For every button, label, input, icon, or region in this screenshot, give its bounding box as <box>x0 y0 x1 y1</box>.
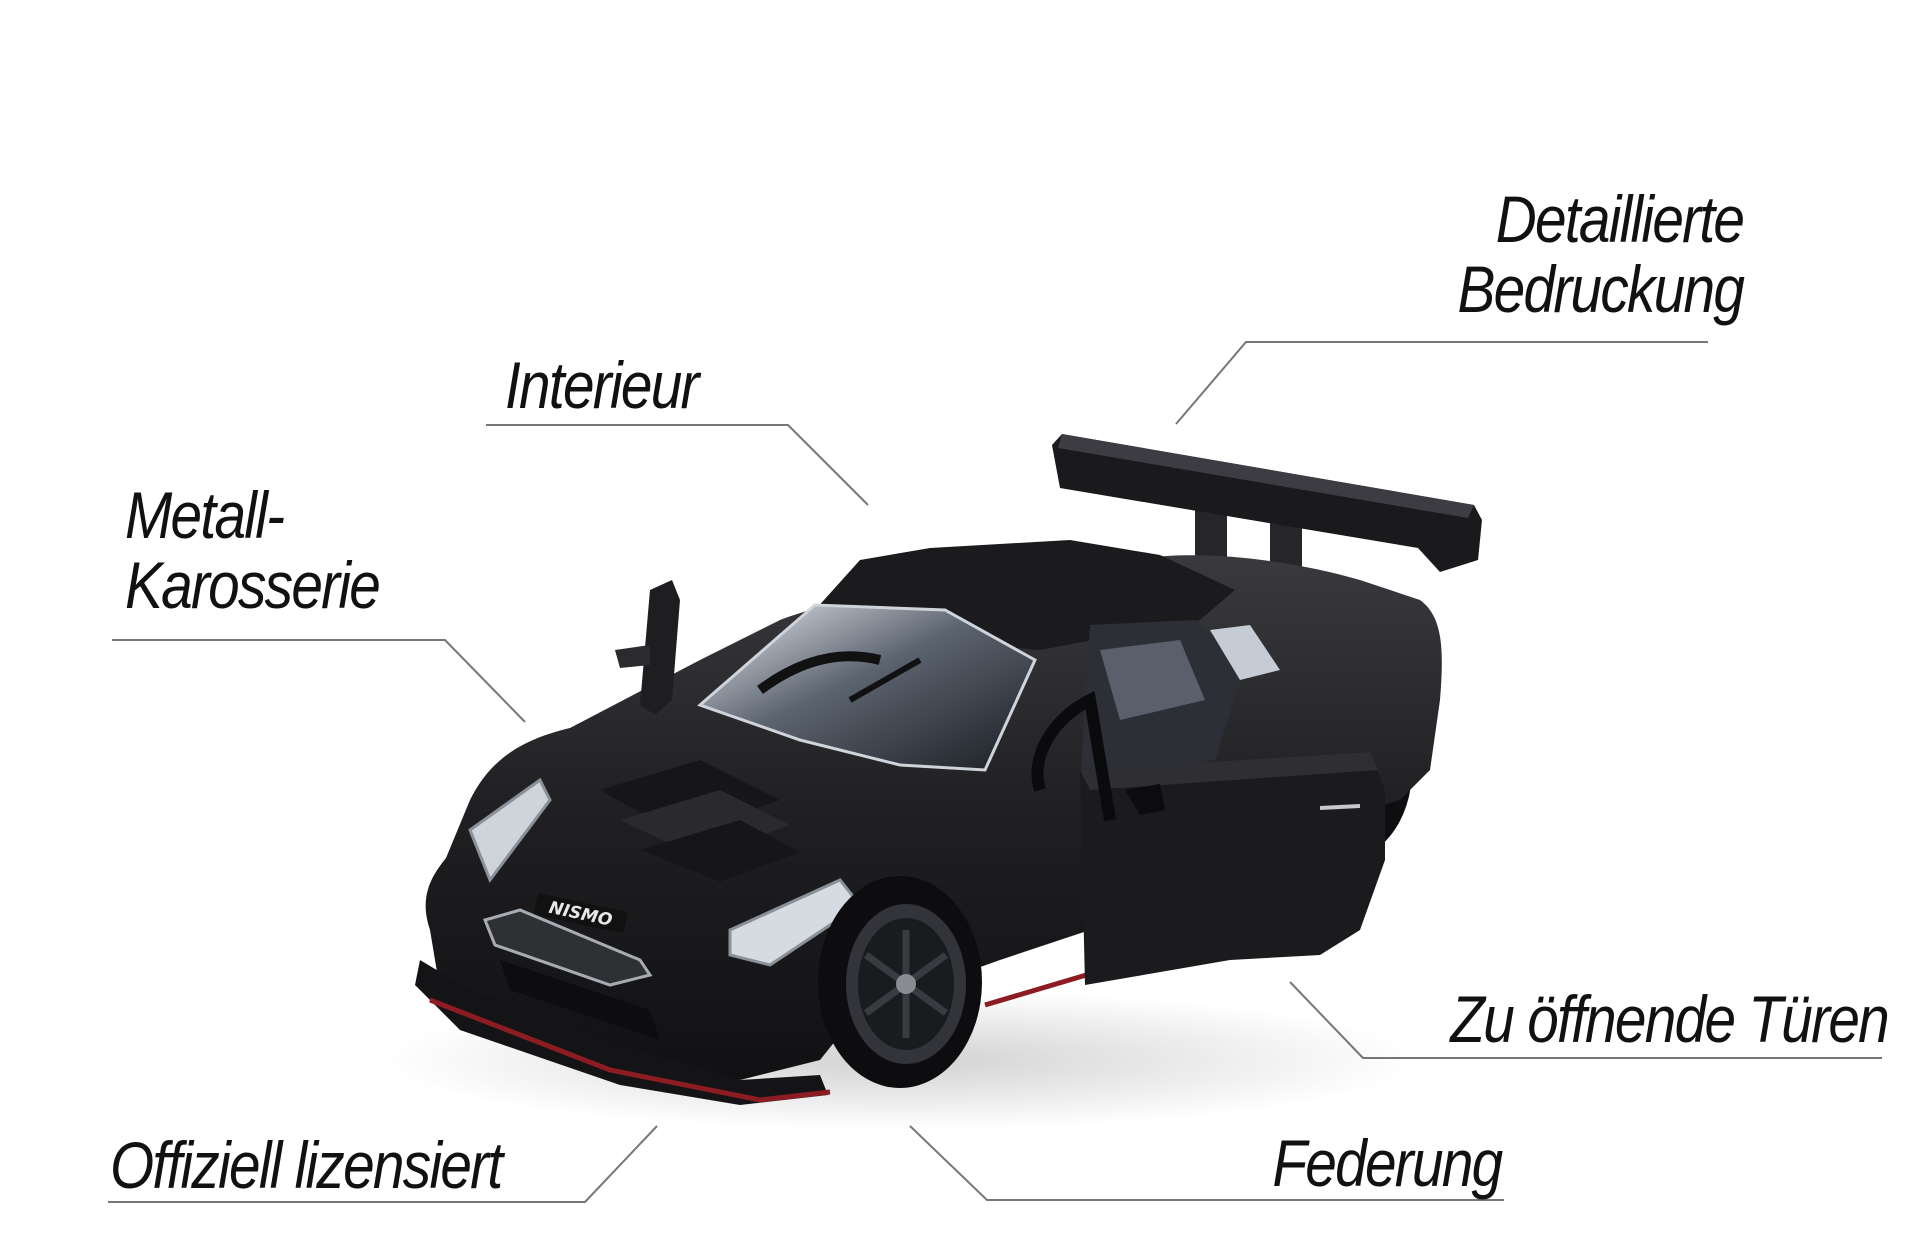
label-metal-body: Metall- Karosserie <box>125 478 381 622</box>
headlight-left <box>468 777 552 884</box>
label-metal-body-line1: Metall- <box>125 478 285 552</box>
label-detailed-print-line1: Detaillierte <box>1495 182 1744 256</box>
hood-vents <box>600 760 800 882</box>
label-suspension-text: Federung <box>1272 1126 1504 1200</box>
label-detailed-print-line2: Bedruckung <box>1457 252 1744 326</box>
leader-line-detailed-print <box>1175 341 1708 425</box>
leader-line-metal-body <box>112 639 526 723</box>
leader-line-officially-licensed <box>108 1125 658 1203</box>
label-officially-licensed-text: Offiziell lizensiert <box>110 1128 503 1202</box>
label-interior: Interieur <box>505 348 699 422</box>
label-opening-doors: Zu öffnende Türen <box>1450 982 1889 1056</box>
leader-line-interior <box>486 424 869 506</box>
label-suspension: Federung <box>1272 1126 1504 1200</box>
label-officially-licensed: Offiziell lizensiert <box>110 1128 503 1202</box>
front-grille <box>482 908 653 987</box>
label-detailed-print: Detaillierte Bedruckung <box>1457 182 1744 326</box>
label-metal-body-line2: Karosserie <box>125 548 381 622</box>
headlight-right <box>728 878 863 967</box>
label-opening-doors-text: Zu öffnende Türen <box>1450 982 1889 1056</box>
label-interior-text: Interieur <box>505 348 699 422</box>
open-door-right <box>1080 752 1385 985</box>
open-door-left <box>615 580 680 715</box>
front-wheel <box>818 876 982 1088</box>
leader-line-suspension <box>909 1125 1504 1201</box>
front-splitter <box>415 960 828 1105</box>
